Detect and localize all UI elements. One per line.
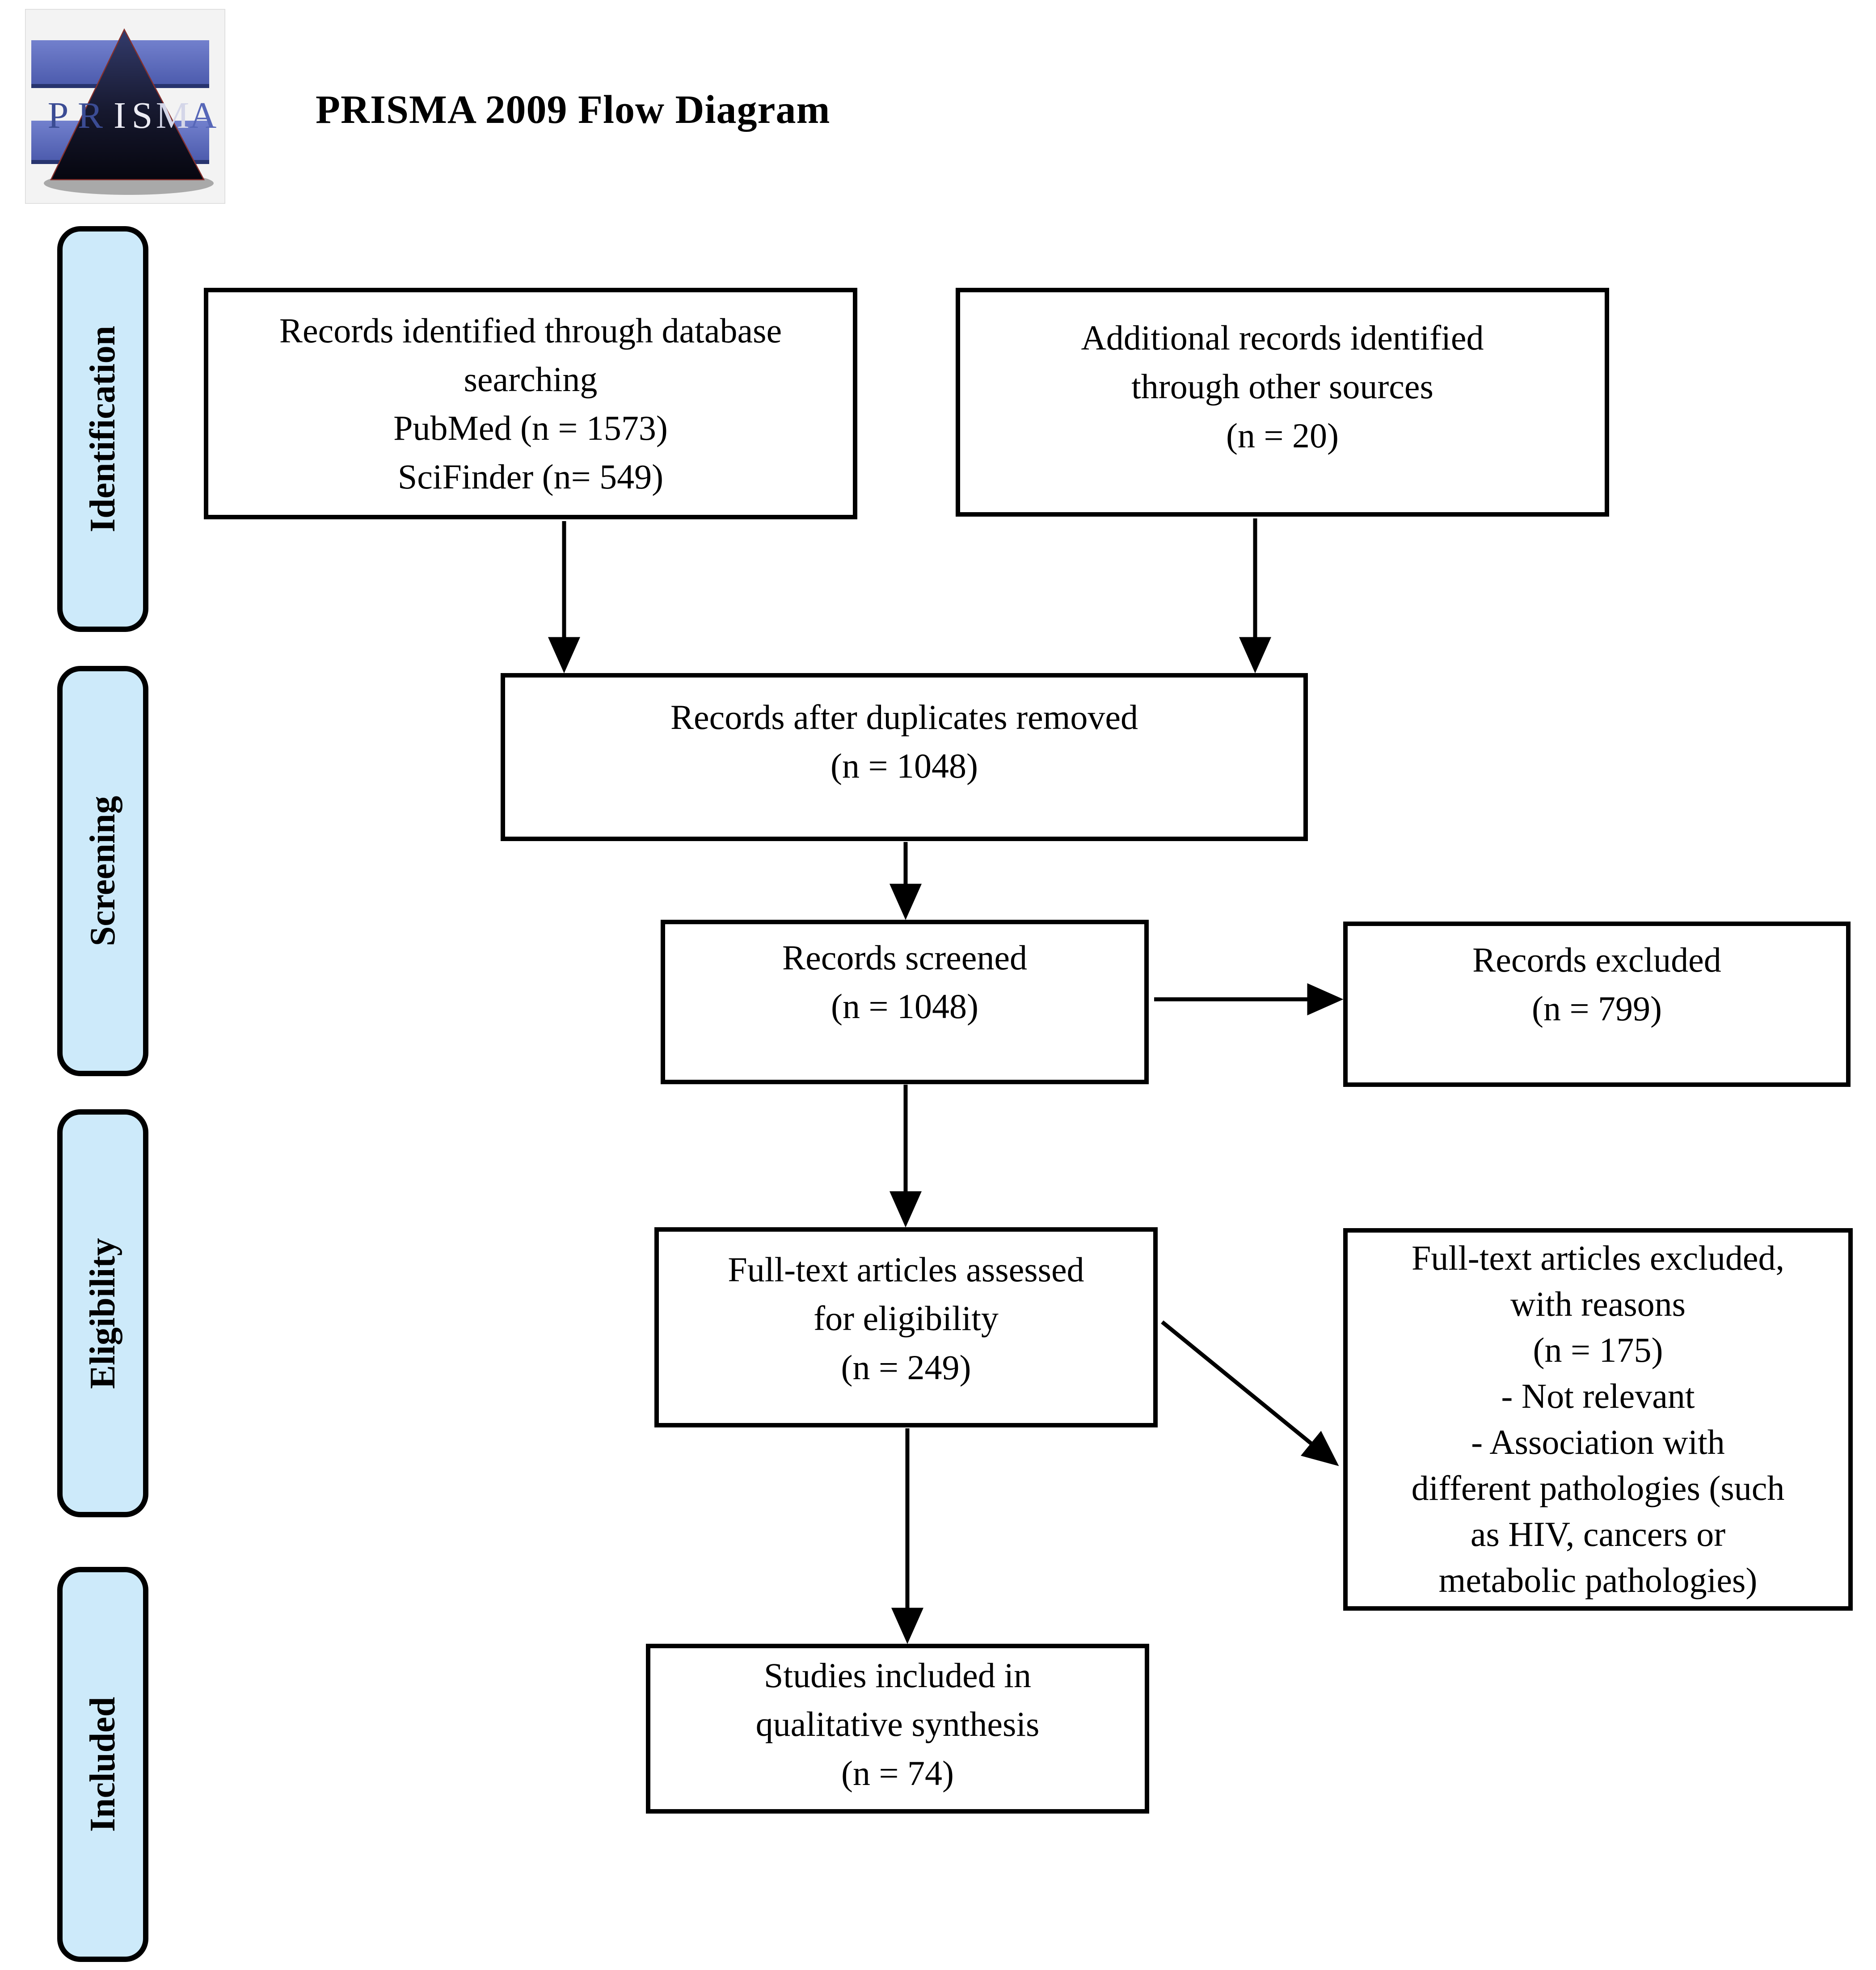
- box-records-identified: Records identified through database sear…: [204, 288, 857, 519]
- stage-label: Included: [83, 1696, 122, 1832]
- logo-letter: R: [78, 95, 103, 136]
- stage-label: Identification: [83, 325, 123, 533]
- box-additional-records: Additional records identified through ot…: [956, 288, 1609, 517]
- stage-label: Eligibility: [83, 1238, 123, 1389]
- box-records-excluded: Records excluded (n = 799): [1343, 922, 1851, 1087]
- box-fulltext-assessed: Full-text articles assessed for eligibil…: [654, 1227, 1158, 1427]
- arrow-fulltext-to-fulltext-excluded: [1161, 1320, 1339, 1466]
- box-duplicates-removed: Records after duplicates removed (n = 10…: [501, 673, 1308, 841]
- stage-included: Included: [57, 1567, 148, 1962]
- logo-letter: M: [156, 95, 190, 136]
- logo-letter: P: [48, 95, 69, 136]
- logo-wordmark: P R I S M A: [48, 95, 217, 136]
- box-records-screened: Records screened (n = 1048): [661, 920, 1149, 1084]
- stage-eligibility: Eligibility: [57, 1109, 148, 1517]
- page-title: PRISMA 2009 Flow Diagram: [316, 88, 830, 132]
- prisma-logo: P R I S M A: [25, 9, 225, 204]
- stage-screening: Screening: [57, 666, 148, 1076]
- logo-letter: S: [132, 95, 153, 136]
- stage-identification: Identification: [57, 226, 148, 632]
- box-studies-included: Studies included in qualitative synthesi…: [646, 1644, 1149, 1814]
- logo-triangle: [50, 28, 205, 181]
- box-fulltext-excluded: Full-text articles excluded, with reason…: [1343, 1228, 1853, 1611]
- stage-label: Screening: [83, 796, 123, 947]
- logo-letter: I: [114, 95, 126, 136]
- logo-letter: A: [190, 95, 217, 136]
